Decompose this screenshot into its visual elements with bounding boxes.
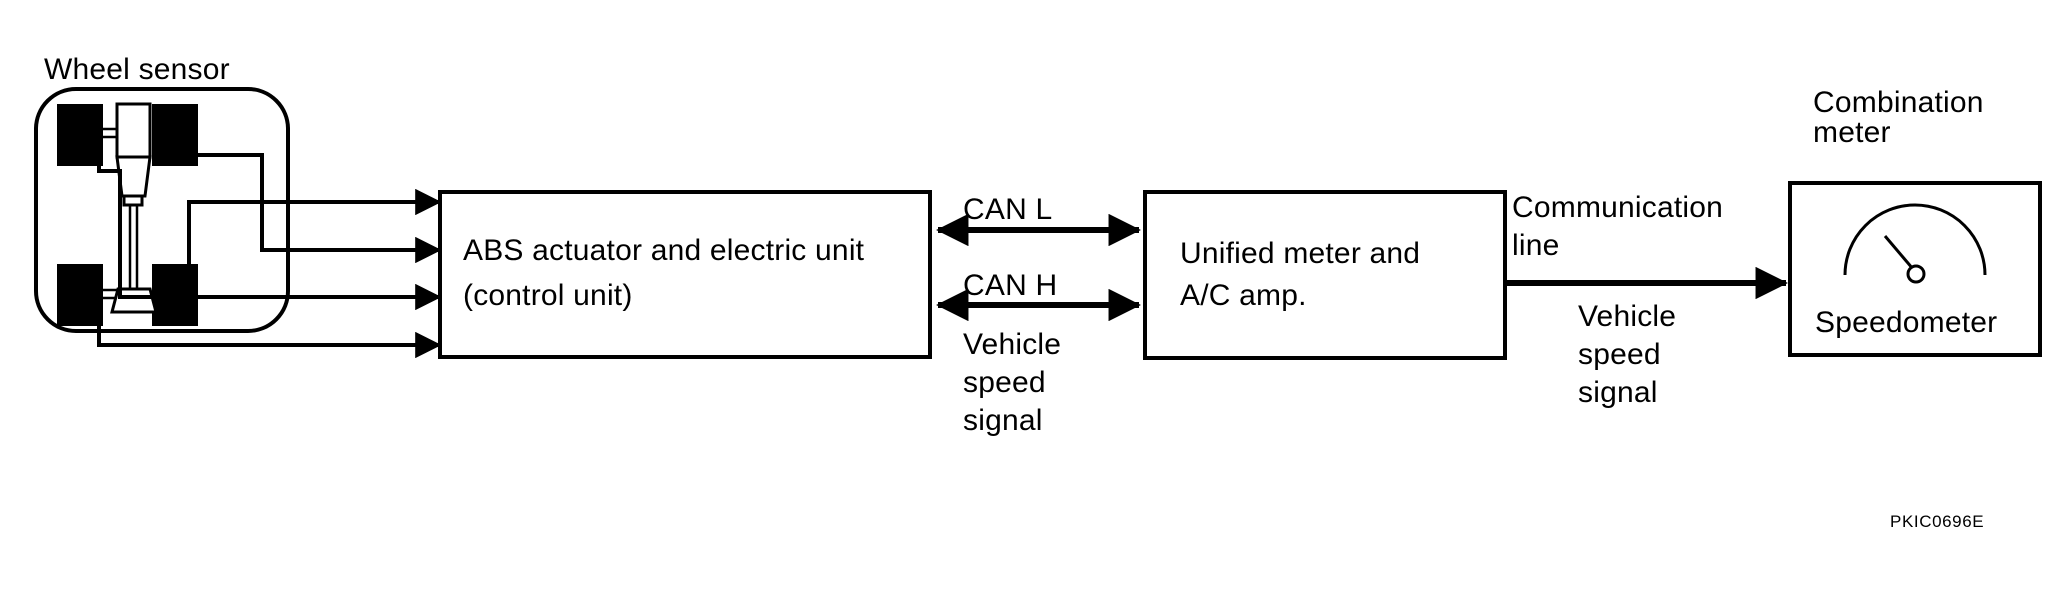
wheel-rear-left-icon bbox=[57, 264, 103, 326]
meter-vehicle-speed-label-line3: signal bbox=[1578, 376, 1658, 409]
wheel-front-left-icon bbox=[57, 104, 103, 166]
wheel-sensor-chassis-outline bbox=[34, 87, 290, 333]
unified-meter-label-line1: Unified meter and bbox=[1180, 237, 1421, 270]
wheel-sensor-harness-lines bbox=[97, 150, 412, 347]
unified-meter-label-line2: A/C amp. bbox=[1180, 279, 1307, 312]
meter-vehicle-speed-label-line1: Vehicle bbox=[1578, 300, 1677, 333]
wheel-sensor-front-axle bbox=[57, 102, 198, 290]
communication-line-label-line1: Communication bbox=[1512, 191, 1724, 224]
speedometer-label: Speedometer bbox=[1815, 306, 1998, 339]
speedometer-gauge-icon bbox=[1843, 203, 1987, 284]
abs-actuator-label-line2: (control unit) bbox=[463, 279, 633, 312]
can-h-label: CAN H bbox=[963, 269, 1058, 302]
abs-vehicle-speed-label-line1: Vehicle bbox=[963, 328, 1062, 361]
wheel-sensor-to-abs-arrows bbox=[396, 188, 442, 359]
abs-actuator-label-line1: ABS actuator and electric unit bbox=[463, 234, 865, 267]
can-l-label: CAN L bbox=[963, 193, 1053, 226]
abs-vehicle-speed-label-line3: signal bbox=[963, 404, 1043, 437]
abs-actuator-box bbox=[438, 190, 932, 359]
wheel-sensor-label: Wheel sensor bbox=[44, 53, 230, 86]
unified-meter-box bbox=[1143, 190, 1507, 360]
combination-meter-caption-line1: Combination bbox=[1813, 86, 1984, 119]
meter-vehicle-speed-label-line2: speed bbox=[1578, 338, 1661, 371]
combination-meter-caption-line2: meter bbox=[1813, 116, 1891, 149]
communication-line-label-line2: line bbox=[1512, 229, 1560, 262]
abs-vehicle-speed-label-line2: speed bbox=[963, 366, 1046, 399]
figure-reference-code: PKIC0696E bbox=[1890, 512, 1985, 531]
